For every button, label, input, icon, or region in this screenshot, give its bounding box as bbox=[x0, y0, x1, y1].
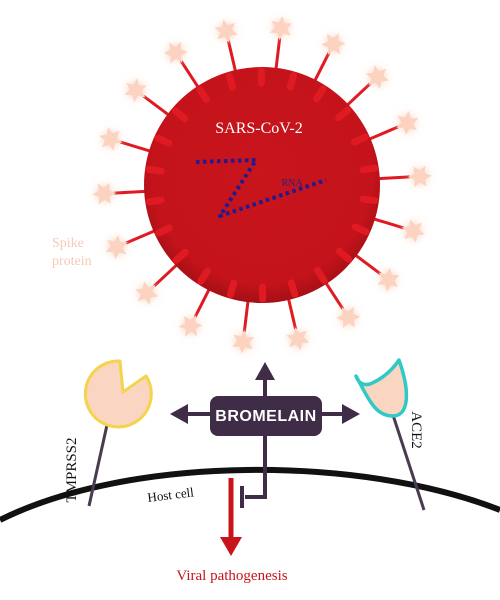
spike-stalk bbox=[352, 252, 382, 276]
arrow-up-head bbox=[255, 362, 275, 380]
spike-stalk bbox=[323, 279, 345, 310]
spike-star-icon bbox=[401, 219, 425, 243]
tmprss2-stalk bbox=[87, 415, 111, 507]
spike-stalk bbox=[142, 94, 172, 118]
surface-projection bbox=[196, 85, 210, 104]
spike-stalk bbox=[226, 40, 238, 75]
spike-label-line-1: Spike bbox=[52, 236, 84, 251]
host-cell-label: Host cell bbox=[147, 484, 195, 505]
spike-stalk bbox=[344, 82, 372, 109]
bromelain-inhibition-arrows bbox=[170, 362, 360, 508]
surface-projection bbox=[359, 164, 379, 174]
ace2-receptor: ACE2 bbox=[354, 358, 426, 511]
spike-star-icon bbox=[99, 127, 123, 151]
spike-stalk bbox=[242, 298, 250, 333]
spike-star-icon bbox=[336, 306, 361, 328]
spike-star-icon bbox=[232, 330, 255, 354]
spike-stalk bbox=[366, 125, 399, 142]
spike-stalk bbox=[375, 175, 410, 181]
spike-star-icon bbox=[377, 267, 400, 292]
spike-star-icon bbox=[135, 281, 159, 305]
arrow-right-head bbox=[342, 404, 360, 424]
spike-stalk bbox=[370, 216, 405, 230]
spike-star-icon bbox=[105, 235, 128, 259]
spike-stalk bbox=[114, 189, 149, 195]
spike-stalk bbox=[125, 228, 158, 245]
surface-projection bbox=[145, 196, 165, 206]
spike-star-icon bbox=[163, 42, 188, 64]
sars-cov-2-virion: SARS-CoV-2 RNA bbox=[92, 16, 432, 354]
surface-projection bbox=[359, 195, 379, 205]
surface-projection bbox=[145, 165, 165, 175]
surface-projection bbox=[314, 266, 328, 285]
spike-star-icon bbox=[124, 78, 147, 103]
rna-strand bbox=[195, 158, 327, 218]
surface-projection bbox=[335, 106, 352, 122]
ace2-stalk bbox=[390, 411, 426, 511]
viral-pathogenesis-label: Viral pathogenesis bbox=[176, 568, 287, 584]
surface-projection bbox=[197, 267, 211, 285]
spike-star-icon bbox=[214, 19, 238, 43]
spike-stalk bbox=[312, 52, 331, 84]
host-cell-membrane bbox=[0, 466, 500, 523]
spike-stalk bbox=[274, 37, 282, 72]
spike-proteins bbox=[92, 16, 432, 354]
surface-projection bbox=[154, 134, 173, 147]
surface-projection bbox=[335, 247, 353, 263]
spike-protein-label: Spike protein bbox=[52, 236, 92, 269]
spike-star-icon bbox=[92, 182, 117, 205]
virus-label: SARS-CoV-2 bbox=[215, 120, 302, 137]
surface-projection bbox=[172, 248, 189, 264]
spike-stalk bbox=[152, 261, 180, 288]
surface-projections bbox=[145, 67, 379, 303]
pathogenesis-head bbox=[220, 537, 242, 556]
spike-star-icon bbox=[407, 165, 432, 188]
spike-star-icon bbox=[321, 33, 346, 55]
bromelain-box: BROMELAIN bbox=[210, 396, 322, 436]
surface-projection bbox=[351, 133, 369, 146]
virus-body bbox=[144, 67, 380, 303]
inhibition-line bbox=[245, 436, 267, 499]
surface-projection bbox=[286, 71, 298, 91]
spike-star-icon bbox=[396, 111, 419, 135]
ace2-cup bbox=[354, 358, 409, 418]
surface-projection bbox=[171, 107, 189, 123]
surface-projection bbox=[351, 223, 370, 236]
bromelain-label: BROMELAIN bbox=[215, 408, 316, 425]
spike-star-icon bbox=[365, 65, 389, 89]
arrow-left-head bbox=[170, 404, 188, 424]
spike-label-line-2: protein bbox=[52, 254, 92, 269]
spike-star-icon bbox=[286, 327, 310, 351]
spike-star-icon bbox=[269, 16, 292, 40]
rna-label: RNA bbox=[281, 178, 303, 189]
surface-projection bbox=[226, 279, 238, 299]
ace2-label: ACE2 bbox=[408, 411, 424, 449]
surface-projection bbox=[225, 72, 237, 91]
spike-stalk bbox=[193, 286, 212, 318]
viral-pathogenesis-arrow bbox=[220, 478, 242, 556]
spike-stalk bbox=[119, 140, 154, 154]
spike-stalk bbox=[286, 295, 298, 330]
tmprss2-label: TMPRSS2 bbox=[64, 437, 80, 502]
surface-projection bbox=[155, 224, 173, 237]
spike-star-icon bbox=[178, 315, 203, 337]
tmprss2-pacman bbox=[83, 359, 153, 429]
spike-stalk bbox=[179, 60, 201, 91]
surface-projection bbox=[313, 85, 327, 103]
tmprss2-receptor: TMPRSS2 bbox=[64, 359, 153, 507]
bromelain-box-bg bbox=[210, 396, 322, 436]
surface-projection bbox=[287, 279, 299, 298]
